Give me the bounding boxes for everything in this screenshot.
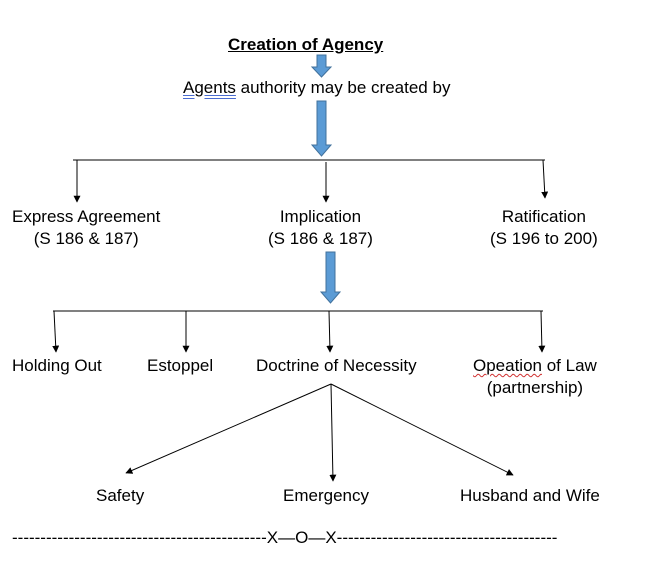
node-husband-and-wife: Husband and Wife [460, 486, 600, 505]
intro-text: Agents authority may be created by [183, 77, 450, 99]
footer-divider: ----------------------------------------… [12, 528, 558, 547]
operation-of-law-rest: of Law [542, 356, 597, 375]
block-arrow-2 [310, 100, 333, 157]
arrow-to-holding-out [52, 310, 60, 353]
arrow-to-emergency [329, 383, 337, 482]
node-holding-out: Holding Out [12, 356, 102, 375]
implication-label: Implication [279, 207, 362, 226]
operation-of-law-label: Opeation of Law [473, 355, 597, 377]
intro-first-word: Agents [183, 78, 236, 97]
operation-of-law-note: (partnership) [486, 378, 584, 397]
operation-misspelled-word: Opeation [473, 356, 542, 375]
block-arrow-3 [319, 251, 342, 304]
node-emergency: Emergency [283, 486, 369, 505]
express-section: (S 186 & 187) [33, 229, 139, 248]
node-express-agreement: Express Agreement (S 186 & 187) [12, 206, 160, 250]
page-title: Creation of Agency [228, 35, 384, 54]
block-arrow-1 [310, 54, 333, 78]
arrow-to-ratification [541, 159, 549, 199]
arrow-to-safety [125, 383, 332, 474]
ratification-section: (S 196 to 200) [490, 229, 598, 248]
arrow-to-husband-wife [330, 383, 514, 476]
node-safety: Safety [96, 486, 145, 505]
node-implication: Implication (S 186 & 187) [268, 206, 373, 250]
intro-rest: authority may be created by [235, 78, 451, 97]
ratification-label: Ratification [501, 207, 586, 226]
implication-section: (S 186 & 187) [268, 229, 373, 248]
node-doctrine-of-necessity: Doctrine of Necessity [256, 356, 417, 375]
express-label: Express Agreement [12, 207, 161, 226]
arrow-to-necessity [326, 310, 334, 353]
node-operation-of-law: Opeation of Law (partnership) [473, 355, 597, 399]
node-ratification: Ratification (S 196 to 200) [490, 206, 598, 250]
node-estoppel: Estoppel [147, 356, 214, 375]
arrow-to-operation-of-law [538, 310, 546, 353]
